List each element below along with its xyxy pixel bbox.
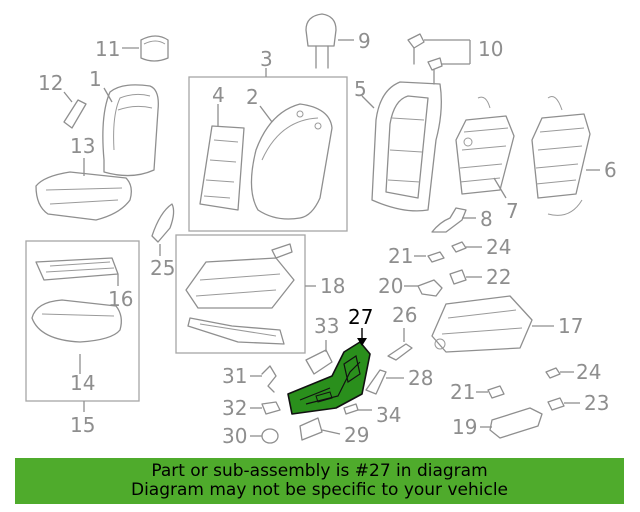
label-24-lower: 24 — [576, 360, 601, 384]
label-4: 4 — [212, 83, 225, 107]
part-25-side-trim — [151, 203, 175, 256]
label-2: 2 — [246, 85, 259, 109]
part-21-clip — [414, 251, 445, 263]
label-26: 26 — [392, 303, 417, 327]
label-7: 7 — [506, 199, 519, 223]
label-29: 29 — [344, 423, 369, 447]
part-24-clip — [451, 241, 482, 253]
parts-diagram: 11 12 1 13 25 3 4 — [25, 13, 617, 448]
part-7-lumbar-mat — [455, 96, 515, 199]
label-33: 33 — [314, 314, 339, 338]
part-8-wire-harness — [431, 207, 476, 233]
part-1-seatback-cover — [102, 84, 159, 177]
label-17: 17 — [558, 314, 583, 338]
part-28-trim — [365, 369, 404, 395]
label-13: 13 — [70, 134, 95, 158]
part-13-cushion-cover — [35, 158, 132, 221]
caption-line-1: Part or sub-assembly is #27 in diagram — [151, 461, 488, 481]
label-11: 11 — [95, 37, 120, 61]
part-24-lower-clip — [545, 367, 574, 379]
part-10-headrest-guides — [407, 33, 471, 85]
label-34: 34 — [376, 403, 401, 427]
part-33-cover — [305, 340, 333, 375]
label-8: 8 — [480, 207, 493, 231]
group-box-3 — [188, 68, 348, 232]
label-5: 5 — [354, 77, 367, 101]
label-9: 9 — [358, 29, 371, 53]
part-34-clip — [343, 403, 372, 415]
part-30-grommet — [250, 428, 279, 444]
part-32-fastener — [250, 401, 281, 415]
part-12-trim-piece — [63, 91, 87, 129]
label-30: 30 — [222, 424, 247, 448]
label-16: 16 — [108, 287, 133, 311]
label-21-lower: 21 — [450, 380, 475, 404]
label-31: 31 — [222, 364, 247, 388]
part-11-headrest-cover — [122, 35, 169, 62]
label-23: 23 — [584, 391, 609, 415]
label-25: 25 — [150, 256, 175, 280]
group-box-18 — [175, 234, 316, 354]
label-15: 15 — [70, 413, 95, 437]
part-21-lower-clip — [476, 385, 505, 399]
label-28: 28 — [408, 366, 433, 390]
label-6: 6 — [604, 158, 617, 182]
part-23-clip — [547, 397, 580, 411]
part-31-wire — [250, 365, 277, 393]
label-21-upper: 21 — [388, 244, 413, 268]
caption-line-2: Diagram may not be specific to your vehi… — [130, 480, 508, 500]
label-24-upper: 24 — [486, 235, 511, 259]
label-10: 10 — [478, 37, 503, 61]
label-19: 19 — [452, 415, 477, 439]
part-19-handle — [480, 407, 543, 439]
part-6-lumbar-mat — [531, 96, 600, 216]
label-18: 18 — [320, 274, 345, 298]
label-12: 12 — [38, 71, 63, 95]
part-26-trim — [387, 328, 413, 361]
label-27: 27 — [348, 305, 373, 329]
part-20-bracket — [404, 279, 443, 297]
part-9-headrest — [305, 13, 354, 69]
part-27-highlighted-shield — [287, 328, 371, 415]
label-22: 22 — [486, 265, 511, 289]
group-box-15 — [25, 240, 140, 412]
label-14: 14 — [70, 371, 95, 395]
label-20: 20 — [378, 274, 403, 298]
part-22-bracket — [449, 269, 482, 285]
part-29-panel — [299, 417, 341, 441]
label-1: 1 — [89, 67, 102, 91]
part-5-seatback-frame — [361, 81, 442, 212]
part-17-seat-frame — [431, 295, 554, 353]
caption-banner: Part or sub-assembly is #27 in diagram D… — [15, 458, 624, 504]
label-32: 32 — [222, 396, 247, 420]
label-3: 3 — [260, 47, 273, 71]
